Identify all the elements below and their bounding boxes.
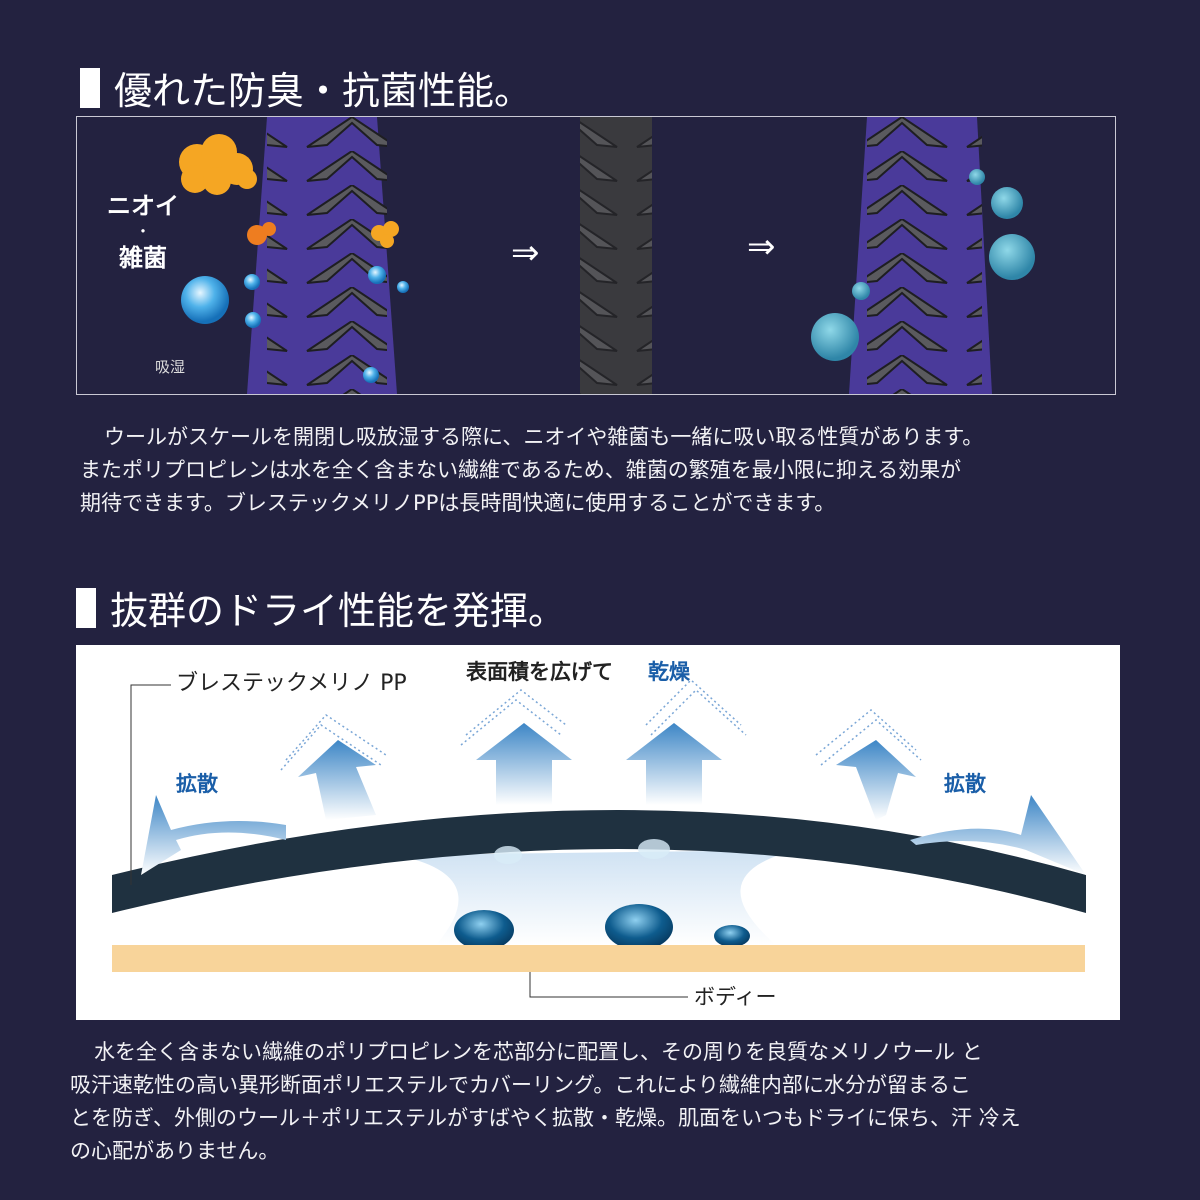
evaporation-arrows xyxy=(141,723,1086,875)
odor-cloud-icon xyxy=(179,134,399,248)
moisture-droplets xyxy=(181,169,1035,383)
arrow-right-icon: ⇒ xyxy=(747,227,776,267)
heading-bar xyxy=(76,587,96,628)
fiber-scales xyxy=(267,117,387,394)
deodorant-diagram: ニオイ ・ 雑菌 吸湿 ⇒ ⇒ xyxy=(76,116,1116,395)
body-label: ボディー xyxy=(694,985,777,1009)
odor-label: ニオイ xyxy=(107,192,179,220)
paragraph-line: 吸汗速乾性の高い異形断面ポリエステルでカバーリング。これにより繊維内部に水分が留… xyxy=(70,1073,971,1097)
arrow-right-icon: ⇒ xyxy=(511,233,540,273)
body-skin-layer xyxy=(112,945,1085,972)
sweat-droplets xyxy=(454,839,750,950)
section2-title: 抜群のドライ性能を発揮。 xyxy=(110,589,567,633)
section1-description: ウールがスケールを開閉し吸放湿する際に、ニオイや雑菌も一緒に吸い取る性質がありま… xyxy=(80,421,983,520)
paragraph-line: 期待できます。ブレステックメリノPPは長時間快適に使用することができます。 xyxy=(80,491,836,515)
leader-lines xyxy=(130,684,688,998)
section1-title: 優れた防臭・抗菌性能。 xyxy=(114,69,533,113)
vapor-dots xyxy=(280,678,922,771)
diffuse-left-label: 拡散 xyxy=(176,772,218,796)
dry-performance-diagram: ブレステックメリノ PP 表面積を広げて 乾燥 拡散 拡散 ボディー xyxy=(76,645,1120,1020)
bacteria-label: 雑菌 xyxy=(119,244,167,272)
moisture-label: 吸湿 xyxy=(155,358,186,376)
paragraph-line: 水を全く含まない繊維のポリプロピレンを芯部分に配置し、その周りを良質なメリノウー… xyxy=(94,1040,983,1064)
fabric-layer xyxy=(112,810,1086,913)
fabric-illustration xyxy=(112,678,1086,998)
section1-heading: 優れた防臭・抗菌性能。 xyxy=(80,60,532,115)
dry-label: 乾燥 xyxy=(648,660,690,684)
label-separator: ・ xyxy=(135,222,152,241)
paragraph-line: の心配がありません。 xyxy=(70,1139,280,1163)
paragraph-line: またポリプロピレンは水を全く含まない繊維であるため、雑菌の繁殖を最小限に抑える効… xyxy=(80,458,962,482)
paragraph-line: とを防ぎ、外側のウール＋ポリエステルがすばやく拡散・乾燥。肌面をいつもドライに保… xyxy=(70,1106,1021,1130)
surface-label: 表面積を広げて xyxy=(466,660,613,684)
section2-heading: 抜群のドライ性能を発揮。 xyxy=(76,580,566,635)
paragraph-line: ウールがスケールを開閉し吸放湿する際に、ニオイや雑菌も一緒に吸い取る性質がありま… xyxy=(104,425,984,449)
product-label: ブレステックメリノ PP xyxy=(176,671,407,696)
section2-description: 水を全く含まない繊維のポリプロピレンを芯部分に配置し、その周りを良質なメリノウー… xyxy=(70,1036,1021,1168)
diffuse-right-label: 拡散 xyxy=(944,772,986,796)
heading-bar xyxy=(80,67,100,108)
fiber-illustration xyxy=(179,117,1035,394)
